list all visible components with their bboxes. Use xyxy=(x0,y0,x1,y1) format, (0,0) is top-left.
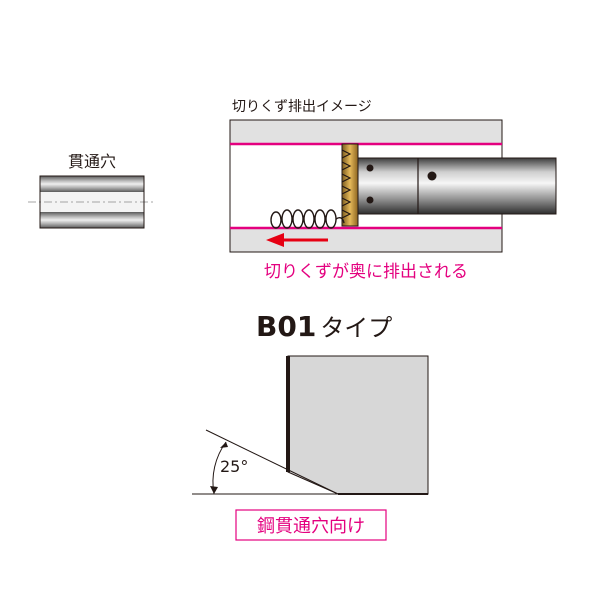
type-suffix: タイプ xyxy=(320,314,392,342)
through-hole-icon xyxy=(28,175,156,229)
type-code: B01 xyxy=(256,310,316,343)
chip-direction-label: 切りくずが奥に排出される xyxy=(264,262,468,282)
application-label: 鋼貫通穴向け xyxy=(257,516,365,537)
chip-image-title: 切りくず排出イメージ xyxy=(232,99,372,115)
application-badge: 鋼貫通穴向け xyxy=(235,509,387,541)
chip-spiral-icon xyxy=(270,209,345,229)
angle-label: 25° xyxy=(220,457,248,476)
workpiece-section xyxy=(229,119,503,253)
tool-holder-icon xyxy=(355,157,557,215)
angle-guide xyxy=(192,429,339,495)
cutting-insert-icon xyxy=(341,143,359,227)
chip-direction-arrow xyxy=(266,233,328,247)
through-hole-label: 貫通穴 xyxy=(68,152,116,171)
b01-tool-profile xyxy=(286,355,429,495)
